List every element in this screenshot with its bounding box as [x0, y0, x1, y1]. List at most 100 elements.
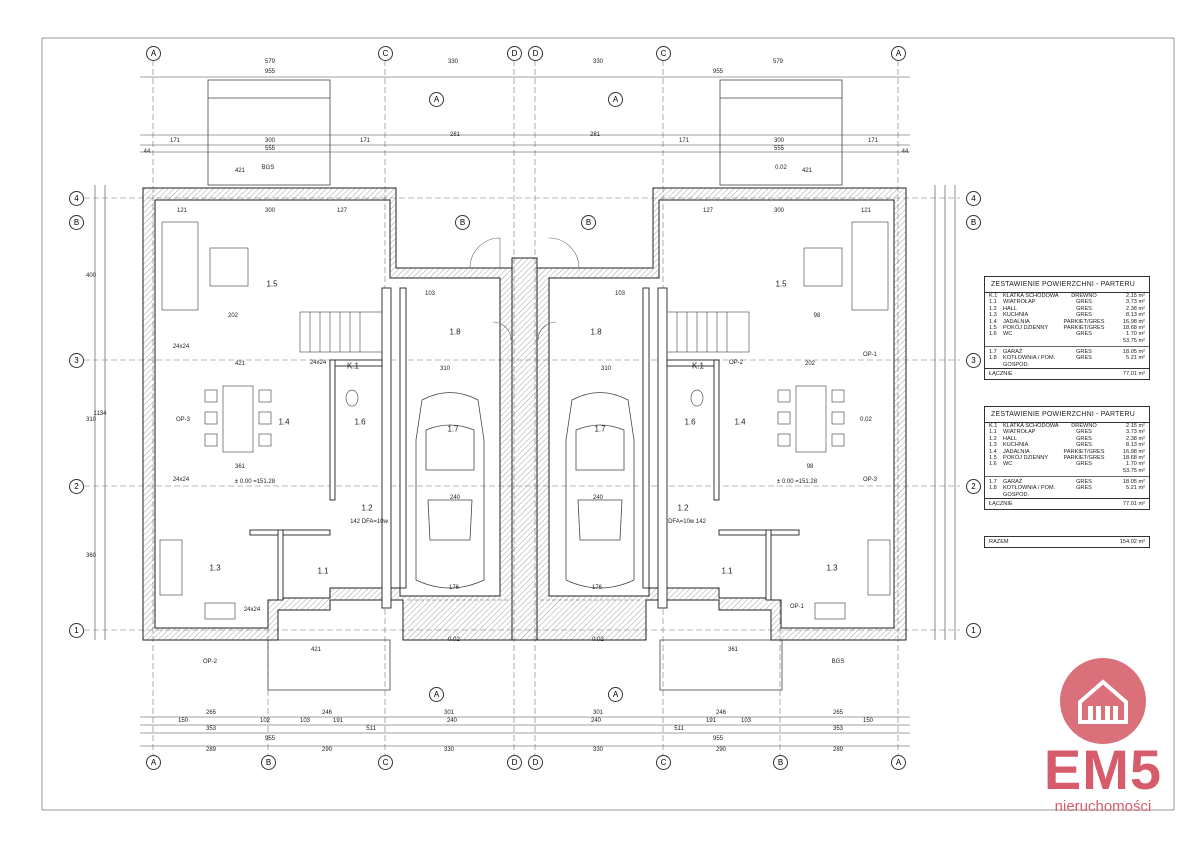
axis-bubble-bottom: B: [773, 755, 788, 770]
area-table-2-extra-cell-area: 18.05 m²: [1122, 478, 1145, 485]
dimension-bottom: 191: [332, 718, 344, 724]
area-table-2-cell-name: POKÓJ DZIENNY: [1003, 455, 1049, 462]
area-table-1-cell-id: 1.3: [989, 312, 997, 319]
plan-annotation: DFA=10w 142: [668, 519, 706, 525]
area-table-2-cell-name: WIATROŁAP: [1003, 429, 1036, 436]
area-table-2-cell-area: 3.73 m²: [1126, 429, 1145, 436]
em5-logo: EM5 nieruchomości: [1020, 650, 1180, 815]
area-table-2-cell-id: 1.4: [989, 448, 997, 455]
section-mark: B: [455, 215, 470, 230]
plan-annotation: 98: [806, 464, 814, 470]
room-label: 1.7: [594, 424, 606, 434]
dimension-top: 171: [867, 138, 879, 144]
axis-bubble-right: 4: [966, 191, 981, 206]
dimension-top: 171: [359, 138, 371, 144]
dimension-left: 1134: [93, 411, 107, 417]
axis-bubble-bottom: A: [146, 755, 161, 770]
car-left: [415, 392, 485, 589]
plan-annotation: 24x24: [309, 360, 327, 366]
area-table-2-total: ŁĄCZNIE 77.01 m²: [985, 498, 1149, 509]
dimension-bottom: 353: [205, 726, 217, 732]
section-mark: A: [608, 92, 623, 107]
dimension-bottom: 150: [862, 718, 874, 724]
room-label: K.1: [691, 361, 705, 371]
plan-annotation: 103: [614, 291, 626, 297]
area-table-1-cell-area: 16.98 m²: [1122, 318, 1145, 325]
plan-annotation: 202: [227, 313, 239, 319]
room-label: 1.8: [449, 327, 461, 337]
dimension-top: 300: [773, 208, 785, 214]
area-table-1-cell-name: KLATKA SCHODOWA: [1003, 293, 1059, 299]
area-table-1-cell-area: 1.70 m²: [1126, 331, 1145, 338]
dimension-top: 555: [264, 146, 276, 152]
area-table-2-cell-area: 8.13 m²: [1126, 442, 1145, 449]
area-table-2-extra-cell-id: 1.7: [989, 478, 997, 485]
plan-annotation: OP-3: [175, 417, 191, 423]
dimension-top: 579: [772, 59, 784, 65]
dimension-bottom: 246: [321, 710, 333, 716]
room-label: K.1: [346, 361, 360, 371]
dimension-top: 955: [712, 69, 724, 75]
level-mark-left: ± 0.00 =151.28: [234, 479, 276, 485]
furniture: [159, 221, 891, 620]
axis-bubble-bottom: C: [656, 755, 671, 770]
area-table-1-cell-id: K.1: [989, 293, 998, 299]
logo-subtitle: nieruchomości: [1054, 798, 1152, 815]
area-table-1-cell-name: POKÓJ DZIENNY: [1003, 325, 1049, 332]
plan-annotation: OP-2: [728, 360, 744, 366]
area-table-1-cell-name: KUCHNIA: [1003, 312, 1029, 319]
section-mark-left: B: [69, 215, 84, 230]
exterior-walls: [142, 187, 907, 641]
dimension-top: 171: [678, 138, 690, 144]
dimension-left: 400: [85, 273, 97, 279]
axis-bubble-top: D: [507, 46, 522, 61]
area-table-1-cell-area: 18.68 m²: [1122, 325, 1145, 332]
area-table-1-cell-area: 3.73 m²: [1126, 299, 1145, 306]
area-table-2-extra-cell-area: 5.21 m²: [1126, 485, 1145, 492]
dimension-top: 955: [264, 69, 276, 75]
axis-bubble-bottom: C: [378, 755, 393, 770]
area-table-1-total-label: ŁĄCZNIE: [989, 371, 1013, 378]
sheet-frame: [41, 37, 1175, 811]
axis-bubble-left: 2: [69, 479, 84, 494]
area-table-2-cell-area: 2.15 m²: [1126, 423, 1145, 429]
plan-annotation: 0.02: [860, 417, 872, 423]
dimension-top: 300: [773, 138, 785, 144]
room-label: 1.1: [317, 566, 329, 576]
plan-annotation: 202: [804, 361, 816, 367]
house-icon: [1078, 679, 1128, 724]
area-table-1-cell-id: 1.6: [989, 331, 997, 338]
dimension-bottom: 102: [259, 718, 271, 724]
area-table-2-extra-cell-floor: GRES: [1076, 485, 1092, 492]
dimension-bottom: 301: [443, 710, 455, 716]
dimension-top: 127: [336, 208, 348, 214]
area-table-2-cell-id: 1.3: [989, 442, 997, 449]
plan-annotation: OP-2: [202, 659, 218, 665]
area-table-2-extra-cell-name: KOTŁOWNIA / POM. GOSPOD.: [1003, 485, 1056, 498]
dimension-lines: [94, 76, 956, 747]
dimension-bottom: 289: [832, 747, 844, 753]
axis-bubble-top: A: [146, 46, 161, 61]
area-table-1-cell-name: HALL: [1003, 305, 1017, 312]
section-mark: B: [581, 215, 596, 230]
area-table-1-cell-floor: GRES: [1076, 331, 1092, 338]
dimension-top: 330: [447, 59, 459, 65]
dimension-bottom: 191: [705, 718, 717, 724]
plan-annotation: 0.02: [592, 637, 604, 643]
area-table-1-cell-floor: PARKIET/GRES: [1063, 318, 1105, 325]
area-summary: RAZEM 154.02 m²: [984, 536, 1150, 548]
section-mark: A: [429, 92, 444, 107]
